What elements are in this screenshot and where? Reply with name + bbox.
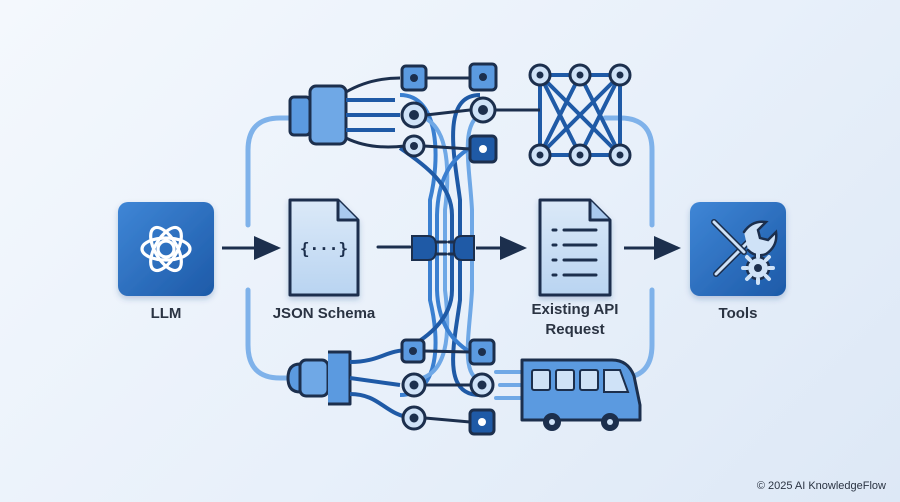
api-request-label: Existing API Request xyxy=(500,300,650,340)
plug-adapter-icon-top xyxy=(288,64,428,158)
api-request-label-line1: Existing API xyxy=(531,301,619,318)
json-schema-node xyxy=(288,198,360,297)
api-request-node xyxy=(538,198,612,297)
json-schema-label: JSON Schema xyxy=(272,305,376,322)
list-document-icon xyxy=(551,228,598,277)
top-center-connectors xyxy=(423,62,498,164)
bottom-center-connectors xyxy=(423,338,496,436)
wrench-gear-icon xyxy=(711,219,778,285)
plug-connector-icon xyxy=(376,235,475,261)
json-document-icon-glyph: {···} xyxy=(300,239,348,258)
copyright-footer: © 2025 AI KnowledgeFlow xyxy=(756,480,886,492)
api-request-label-line2: Request xyxy=(545,321,605,338)
llm-label: LLM xyxy=(150,305,182,322)
plug-adapter-icon-bottom xyxy=(286,338,427,431)
llm-node xyxy=(118,202,214,296)
bus-icon xyxy=(494,358,642,431)
tools-node xyxy=(690,202,786,296)
tools-label: Tools xyxy=(718,305,758,322)
network-graph-icon xyxy=(496,63,632,167)
openai-logo-icon xyxy=(140,225,192,273)
